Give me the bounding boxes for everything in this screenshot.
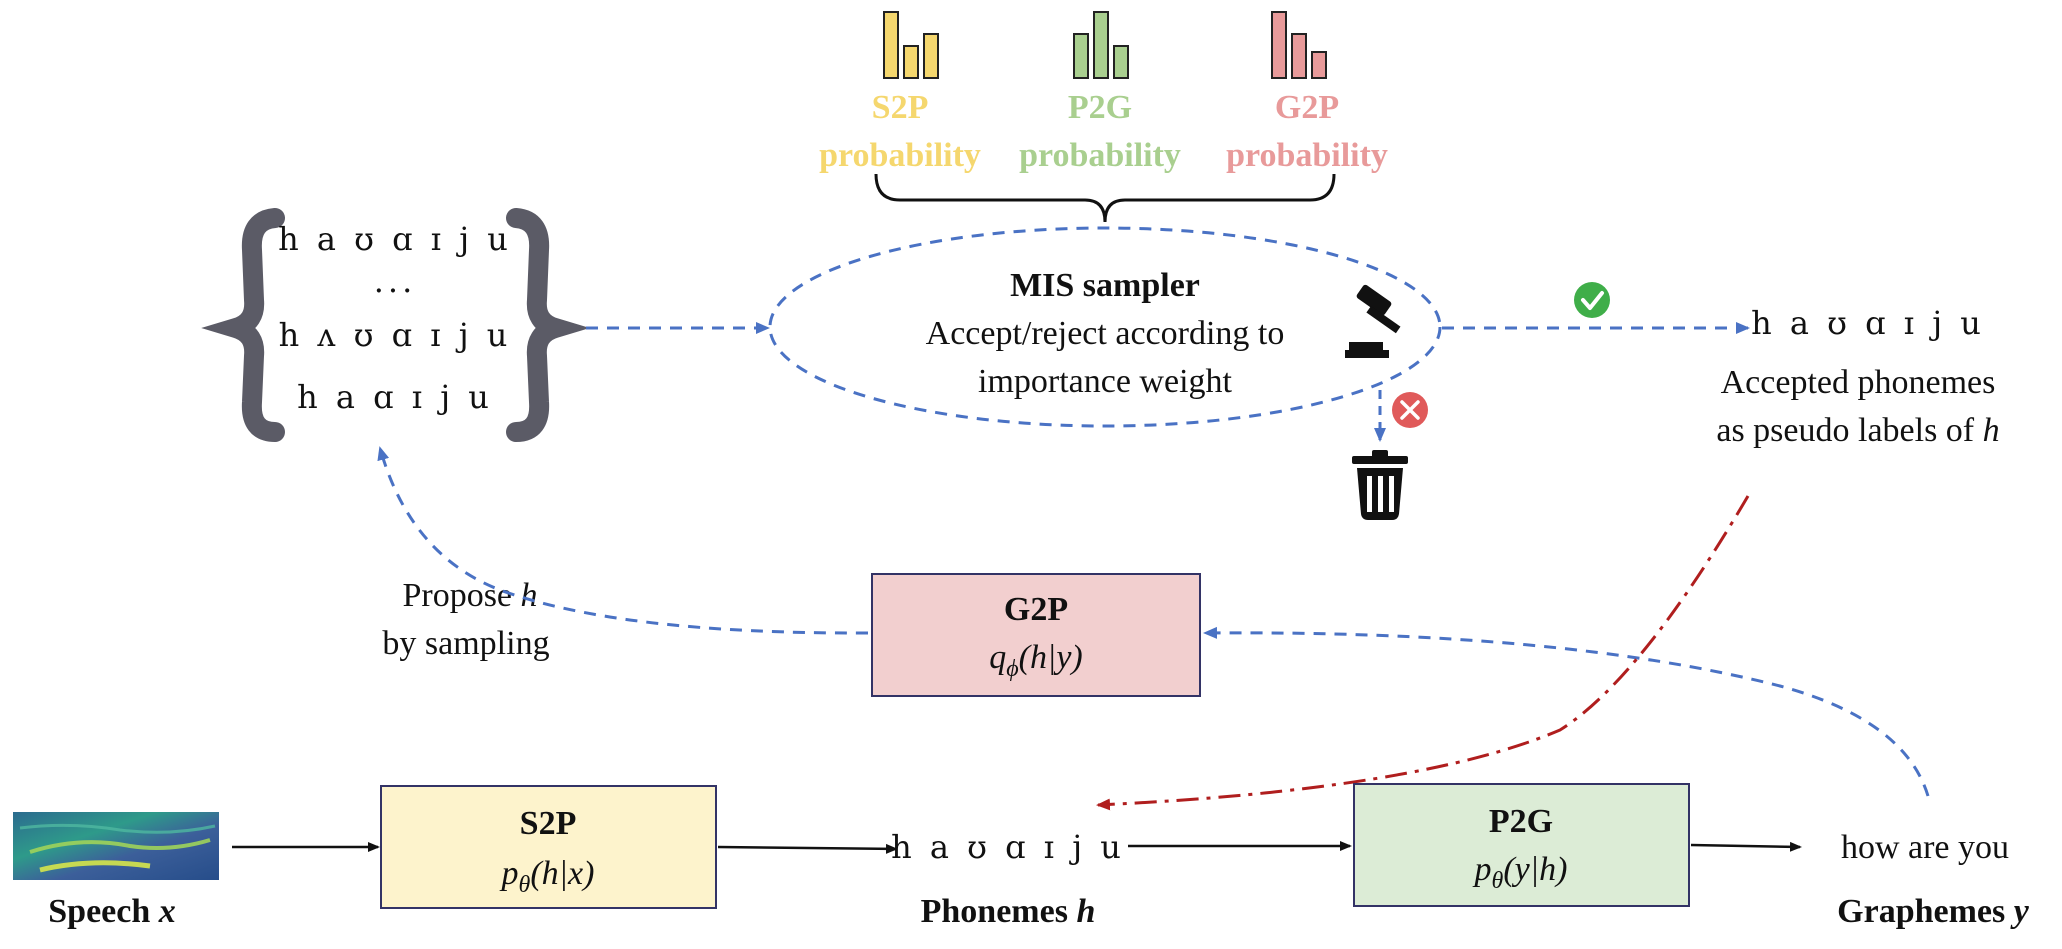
prob-name-s2p: S2P	[872, 89, 929, 126]
accepted-block: h a ʊ ɑ ɪ j u Accepted phonemes as pseud…	[1716, 304, 1999, 449]
accepted-line2: as pseudo labels of h	[1716, 412, 1999, 449]
speech-label: Speech x	[48, 893, 176, 930]
propose-line1-text: Propose	[402, 577, 512, 614]
graphemes-label: Graphemes y	[1837, 893, 2030, 930]
arrow-graphemes-to-g2p	[1203, 626, 1930, 797]
s2p-title: S2P	[520, 805, 577, 842]
phonemes-label-text: Phonemes	[921, 893, 1068, 930]
p2g-formula-rest: (y|h)	[1503, 851, 1567, 888]
gavel-icon	[1345, 284, 1401, 358]
arrow-s2p-to-phonemes	[717, 843, 898, 854]
proposal-set: h a ʊ ɑ ɪ j u ... h ʌ ʊ ɑ ɪ j u h a ɑ ɪ …	[201, 208, 590, 442]
propose-line2: by sampling	[382, 625, 549, 662]
g2p-formula: qϕ(h|y)	[989, 639, 1083, 682]
arrow-accepted-to-phonemes	[1096, 495, 1750, 811]
accepted-line1: Accepted phonemes	[1721, 364, 1996, 401]
p2g-formula-main: p	[1473, 851, 1492, 888]
check-circle-icon	[1574, 282, 1610, 318]
prob-name-g2p: G2P	[1275, 89, 1339, 126]
phonemes-seq: h a ʊ ɑ ɪ j u	[891, 828, 1125, 866]
sampler-line1: Accept/reject according to	[926, 315, 1285, 352]
sampler-title: MIS sampler	[1010, 267, 1200, 304]
g2p-formula-rest: (h|y)	[1019, 639, 1083, 676]
phonemes-label: Phonemes h	[921, 893, 1096, 930]
speech-label-text: Speech	[48, 893, 150, 930]
prob-label-s2p: probability	[819, 137, 981, 174]
mis-sampler: MIS sampler Accept/reject according to i…	[768, 226, 1442, 428]
trash-icon	[1352, 450, 1408, 520]
graphemes-var: y	[2010, 893, 2030, 930]
propose-line1: Propose h	[402, 577, 537, 614]
s2p-formula: pθ(h|x)	[500, 855, 595, 898]
proposal-item: h a ɑ ɪ j u	[297, 378, 493, 416]
prob-name-p2g: P2G	[1068, 89, 1132, 126]
prob-label-p2g: probability	[1019, 137, 1181, 174]
g2p-formula-main: q	[989, 639, 1006, 676]
graphemes-label-text: Graphemes	[1837, 893, 2005, 930]
bar-chart-icon	[883, 11, 939, 79]
graphemes-text: how are you	[1841, 829, 2009, 866]
sampler-ellipse	[768, 226, 1442, 428]
right-brace	[506, 208, 590, 442]
p2g-formula: pθ(y|h)	[1473, 851, 1568, 894]
prob-label-g2p: probability	[1226, 137, 1388, 174]
arrow-p2g-to-graphemes	[1690, 841, 1802, 852]
bar-chart-icon	[1271, 11, 1327, 79]
phonemes-var: h	[1076, 893, 1095, 930]
s2p-box: S2P pθ(h|x)	[380, 785, 717, 909]
prob-group-g2p: G2P probability	[1226, 11, 1388, 174]
p2g-title: P2G	[1489, 803, 1553, 840]
accepted-line2-text: as pseudo labels of	[1716, 412, 1974, 449]
x-circle-icon	[1392, 392, 1428, 428]
probability-brace	[874, 173, 1336, 223]
g2p-box: G2P qϕ(h|y)	[871, 573, 1201, 697]
s2p-formula-sub: θ	[519, 872, 531, 898]
speech-var: x	[158, 893, 176, 930]
s2p-formula-main: p	[500, 855, 519, 892]
bar-chart-icon	[1073, 11, 1129, 79]
proposal-item: ...	[374, 262, 417, 300]
spectrogram-image	[13, 812, 219, 880]
p2g-formula-sub: θ	[1492, 868, 1504, 894]
prob-group-s2p: S2P probability	[819, 11, 981, 174]
proposal-item: h ʌ ʊ ɑ ɪ j u	[279, 316, 512, 354]
arrow-g2p-to-set	[377, 446, 869, 635]
proposal-item: h a ʊ ɑ ɪ j u	[278, 220, 512, 258]
s2p-formula-rest: (h|x)	[530, 855, 594, 892]
accepted-var: h	[1983, 412, 2000, 449]
p2g-box: P2G pθ(y|h)	[1353, 783, 1690, 907]
sampler-line2: importance weight	[978, 363, 1233, 400]
prob-group-p2g: P2G probability	[1019, 11, 1181, 174]
left-brace	[201, 208, 285, 442]
g2p-title: G2P	[1004, 591, 1068, 628]
g2p-formula-sub: ϕ	[1006, 656, 1018, 682]
propose-var: h	[521, 577, 538, 614]
accepted-seq: h a ʊ ɑ ɪ j u	[1751, 304, 1985, 342]
